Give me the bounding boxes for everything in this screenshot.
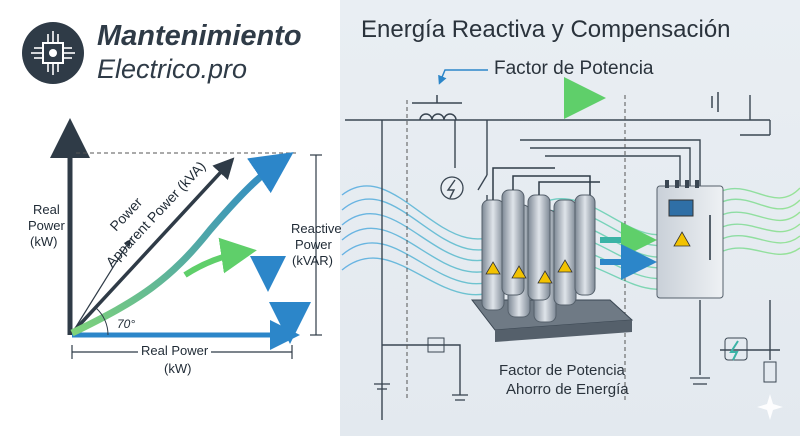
apparent-power-vector [70,157,235,335]
reactive-power-label-1: Reactive [291,221,342,236]
real-power-axis-label-2: Power [28,218,65,233]
brand-name: Mantenimiento [97,20,302,52]
power-triangle-diagram: Power Apparent Power (kVA) [50,118,322,359]
capacitor-symbol-icon [711,92,719,112]
compensated-vector [70,152,294,337]
angle-label: 70° [117,317,136,331]
sparkle-icon [757,394,783,420]
real-power-axis-label-3: (kW) [30,234,58,249]
thin-vector [73,238,131,331]
green-arrow-icon [183,237,257,278]
lightning-icon [724,337,748,361]
capacitor-bank-icon [481,167,600,323]
inductor-icon [412,95,462,121]
reactive-power-label-2: Power [295,237,332,252]
source-icon [440,176,464,200]
reactive-power-label-3: (kVAR) [292,253,333,268]
circuit-lines [345,95,780,420]
main-title: Energía Reactiva y Compensación [361,16,731,43]
resistor-icon [427,337,445,353]
bottom-kw-label: (kW) [164,361,192,376]
brand-domain: Electrico.pro [97,54,248,84]
caption-line-2: Ahorro de Energía [506,381,629,398]
real-power-axis-label-1: Real [33,202,60,217]
chip-logo-icon [22,22,84,84]
angle-arc [95,307,109,336]
bottom-real-power-label: Real Power [138,343,212,358]
control-cabinet-icon [656,180,724,299]
factor-label: Factor de Potencia [494,58,654,79]
pointer-arrow-icon [438,69,488,85]
caption-line-1: Factor de Potencia [499,362,625,379]
